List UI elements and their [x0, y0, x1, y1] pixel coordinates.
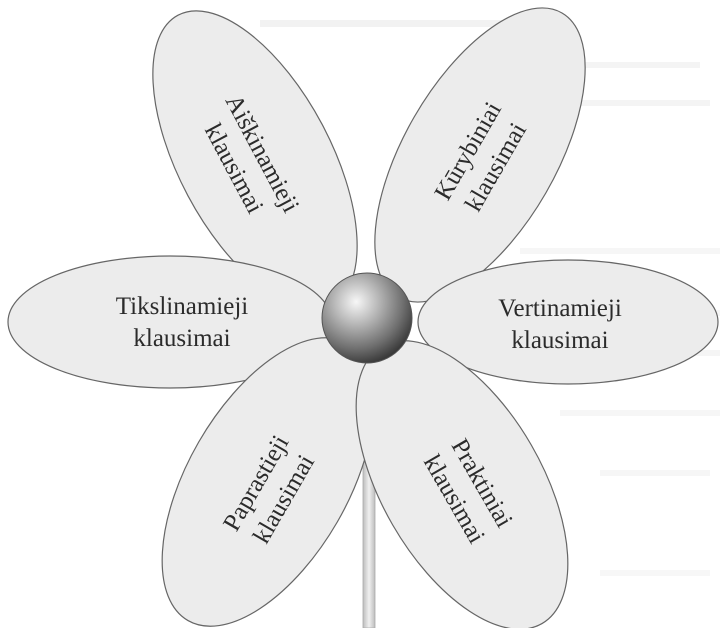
petal-label-subtitle: klausimai [133, 325, 230, 352]
petal-label-title: Vertinamieji [498, 295, 622, 322]
petal-label-title: Tikslinamieji [116, 293, 248, 320]
flower-center [322, 273, 412, 363]
petal-label-subtitle: klausimai [511, 327, 608, 354]
